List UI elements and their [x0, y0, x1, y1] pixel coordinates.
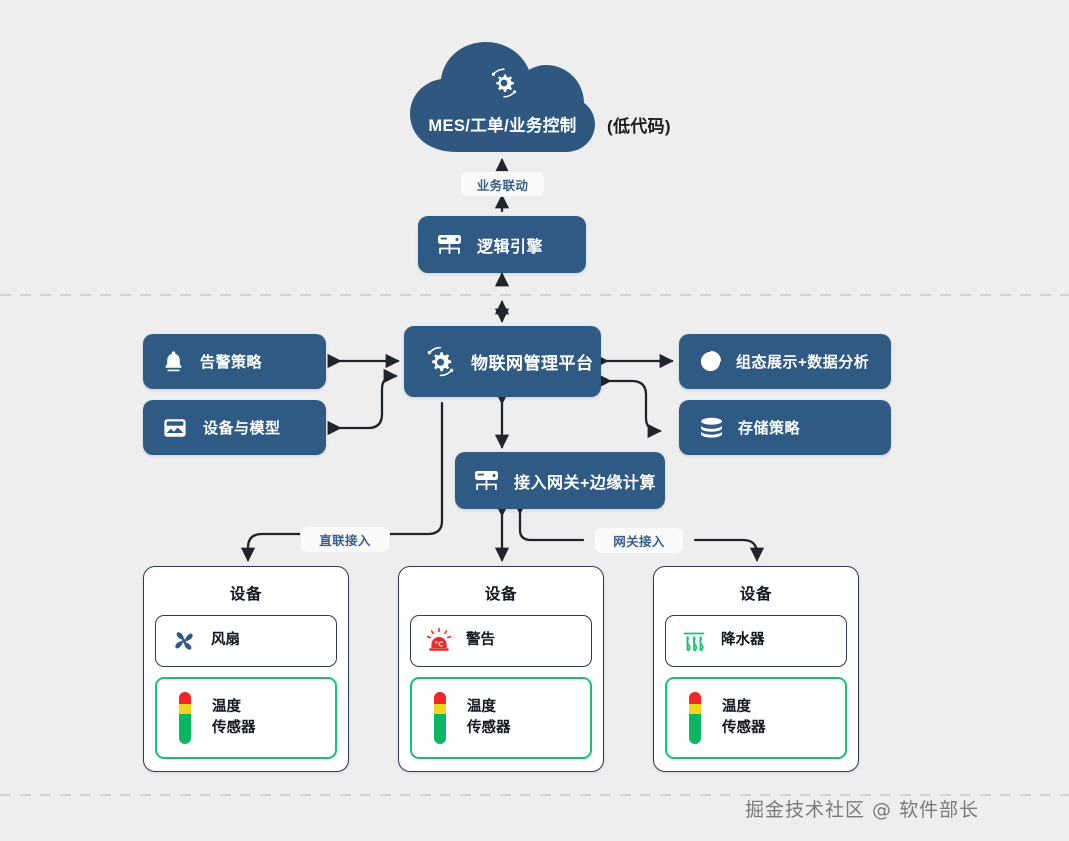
scada-analysis-label: 组态展示+数据分析	[736, 354, 870, 371]
device-model-icon	[163, 417, 187, 439]
bell-icon	[163, 350, 184, 373]
gateway-edge-node[interactable]: 接入网关+边缘计算	[455, 452, 665, 509]
iot-gear-icon	[491, 68, 517, 98]
thermometer-icon	[426, 690, 454, 746]
iot-gear-icon	[424, 345, 457, 378]
edge-label-business-link: 业务联动	[461, 172, 544, 196]
svg-text:°C: °C	[435, 641, 444, 649]
storage-policy-label: 存储策略	[738, 420, 801, 437]
cloud-mes-node[interactable]: MES/工单/业务控制	[404, 40, 601, 160]
gateway-icon	[436, 233, 463, 257]
logic-engine-label: 逻辑引擎	[477, 238, 544, 256]
alarm-policy-node[interactable]: 告警策略	[143, 334, 326, 389]
device-model-label: 设备与模型	[203, 420, 281, 437]
storage-policy-node[interactable]: 存储策略	[679, 400, 891, 455]
device-card-title: 设备	[739, 586, 773, 603]
edge-label-gateway-access: 网关接入	[595, 528, 683, 553]
fan-icon	[170, 628, 198, 654]
pie-chart-icon	[699, 350, 722, 373]
alarm-policy-label: 告警策略	[200, 354, 263, 371]
edge-label-direct-access: 直联接入	[301, 527, 389, 552]
watermark: 掘金技术社区 @ 软件部长	[745, 799, 980, 821]
cloud-shape	[410, 42, 595, 152]
siren-alarm-icon: °C	[425, 627, 453, 655]
iot-platform-node[interactable]: 物联网管理平台	[404, 326, 601, 397]
device-slot-label: 风扇	[211, 632, 240, 649]
device-slot-sprinkler[interactable]: 降水器	[665, 615, 847, 667]
device-card-title: 设备	[229, 586, 263, 603]
thermometer-icon	[171, 690, 199, 746]
logic-engine-node[interactable]: 逻辑引擎	[418, 216, 586, 273]
device-slot-label: 降水器	[721, 632, 765, 649]
device-card[interactable]: 设备 降水器	[653, 566, 859, 772]
device-card[interactable]: 设备 风扇	[143, 566, 349, 772]
scada-analysis-node[interactable]: 组态展示+数据分析	[679, 334, 891, 389]
device-slot-temperature-sensor[interactable]: 温度 传感器	[410, 677, 592, 759]
iot-platform-label: 物联网管理平台	[471, 354, 594, 373]
device-card[interactable]: 设备 °C 警告	[398, 566, 604, 772]
device-model-node[interactable]: 设备与模型	[143, 400, 326, 455]
device-card-title: 设备	[484, 586, 518, 603]
database-icon	[699, 417, 724, 439]
device-slot-temperature-sensor[interactable]: 温度 传感器	[665, 677, 847, 759]
cloud-label: MES/工单/业务控制	[428, 117, 577, 135]
device-slot-label: 温度 传感器	[467, 698, 511, 736]
sprinkler-icon	[680, 628, 708, 654]
device-slot-label: 警告	[466, 632, 495, 649]
low-code-note: (低代码)	[607, 117, 671, 136]
device-slot-alarm[interactable]: °C 警告	[410, 615, 592, 667]
gateway-edge-label: 接入网关+边缘计算	[514, 474, 656, 492]
device-slot-temperature-sensor[interactable]: 温度 传感器	[155, 677, 337, 759]
device-slot-fan[interactable]: 风扇	[155, 615, 337, 667]
thermometer-icon	[681, 690, 709, 746]
device-slot-label: 温度 传感器	[212, 698, 256, 736]
gateway-icon	[473, 469, 500, 493]
device-slot-label: 温度 传感器	[722, 698, 766, 736]
